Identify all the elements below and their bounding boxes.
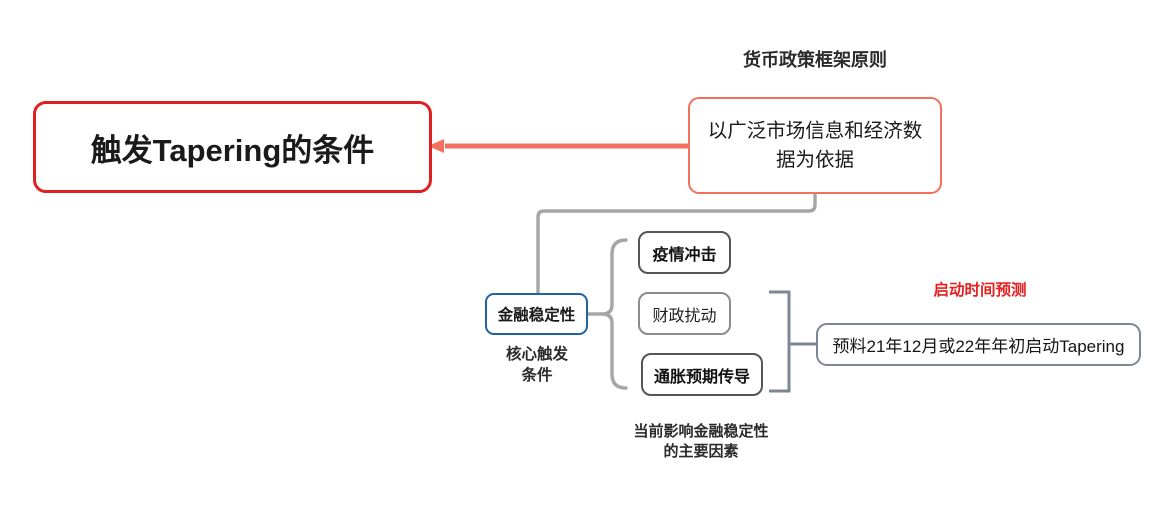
node-factor-pandemic-shock[interactable]: 疫情冲击 [638, 231, 731, 274]
core-trigger-caption-line1: 核心触发 [505, 346, 568, 363]
factors-caption-line1: 当前影响金融稳定性 [633, 423, 769, 440]
node-tapering-start-forecast[interactable]: 预料21年12月或22年年初启动Tapering [816, 323, 1141, 366]
connector-root-principle [428, 139, 688, 153]
node-factor-fiscal-disturbance[interactable]: 财政扰动 [638, 292, 731, 335]
principle-caption: 货币政策框架原则 [743, 50, 887, 70]
node-policy-framework-principle[interactable]: 以广泛市场信息和经济数据为依据 [688, 97, 942, 194]
core-trigger-caption-line2: 条件 [521, 366, 553, 384]
timing-forecast-caption: 启动时间预测 [933, 282, 1027, 299]
node-financial-stability[interactable]: 金融稳定性 [485, 293, 588, 335]
bracket-factors-outcome [769, 290, 816, 393]
core-trigger-caption: 核心触发 条件 [478, 345, 596, 387]
node-root-trigger-conditions[interactable]: 触发Tapering的条件 [33, 101, 432, 193]
node-factor-inflation-expectation-transmission[interactable]: 通胀预期传导 [641, 353, 763, 396]
factors-caption-line2: 的主要因素 [663, 443, 739, 461]
factors-caption: 当前影响金融稳定性 的主要因素 [592, 422, 810, 463]
